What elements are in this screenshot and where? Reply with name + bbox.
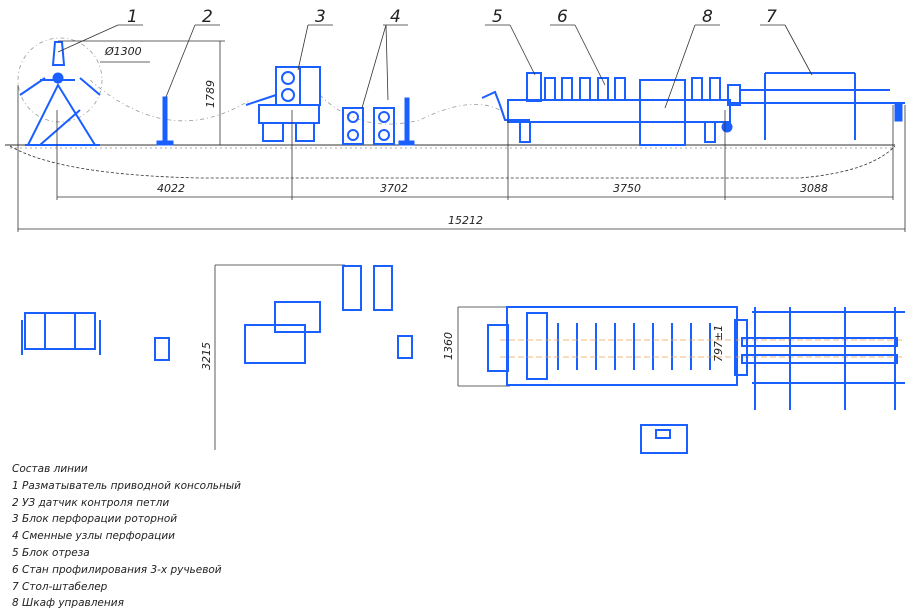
plan-view	[21, 265, 905, 454]
seg2-label: 3702	[380, 182, 408, 195]
forming-stands	[544, 77, 721, 101]
legend: Состав линии 1 Разматыватель приводной к…	[12, 461, 241, 612]
dimension-lines	[17, 40, 906, 450]
legend-item: 3 Блок перфорации роторной	[12, 513, 178, 526]
seg3-label: 3750	[613, 182, 641, 195]
plan-width-label: 3215	[200, 342, 213, 370]
callouts	[57, 24, 813, 109]
seg1-label: 4022	[157, 182, 185, 195]
callout-1: 1	[127, 7, 138, 27]
stacker-table-side	[727, 72, 905, 140]
callout-7: 7	[766, 7, 777, 27]
total-label: 15212	[448, 214, 483, 227]
legend-item: 7 Стол-штабелер	[12, 580, 108, 593]
diameter-label: Ø1300	[104, 45, 142, 58]
legend-item: 1 Разматыватель приводной консольный	[12, 479, 241, 492]
mill-width-label: 1360	[442, 332, 455, 360]
legend-item: 6 Стан профилирования 3-х ручьевой	[12, 563, 222, 576]
callout-4: 4	[390, 7, 401, 27]
ground	[5, 144, 896, 179]
legend-item: 8 Шкаф управления	[12, 597, 124, 610]
seg4-label: 3088	[800, 182, 828, 195]
gauge-label: 797±1	[712, 325, 725, 362]
callout-5: 5	[492, 7, 503, 27]
callout-6: 6	[557, 7, 568, 27]
callout-8: 8	[702, 7, 713, 27]
callout-2: 2	[202, 7, 213, 27]
callout-3: 3	[315, 7, 326, 27]
loop-sensor-side	[162, 96, 168, 143]
legend-item: 5 Блок отреза	[12, 546, 90, 559]
perforation-block-side	[245, 66, 321, 142]
roll-forming-mill-side	[481, 72, 733, 146]
legend-title: Состав линии	[12, 463, 88, 475]
legend-item: 4 Сменные узлы перфорации	[12, 530, 175, 543]
legend-item: 2 УЗ датчик контроля петли	[12, 496, 170, 509]
unwinder-side	[19, 41, 101, 146]
height-label: 1789	[204, 80, 217, 108]
perforation-units-side	[342, 97, 415, 146]
mill-stands-plan	[557, 323, 711, 370]
